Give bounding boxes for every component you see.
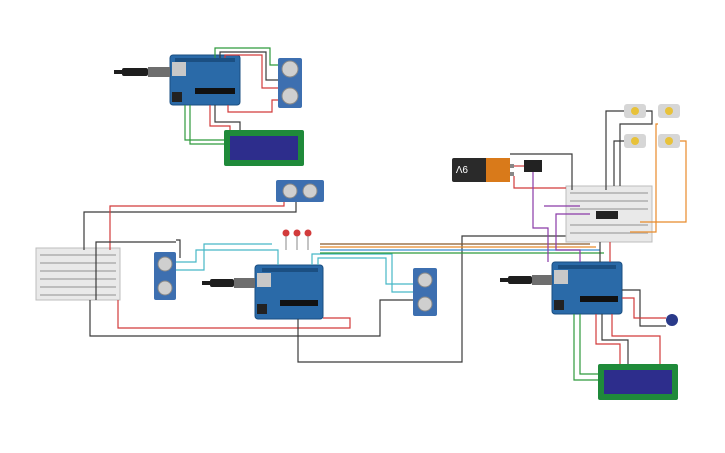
wire <box>176 249 279 265</box>
battery-9v[interactable]: 9V <box>452 158 514 182</box>
usb-cable-center <box>202 278 255 288</box>
wire <box>595 314 621 364</box>
wire <box>605 110 624 190</box>
dc-motor-2[interactable] <box>658 104 680 118</box>
wire <box>219 51 278 81</box>
ultrasonic-sensor-top[interactable] <box>278 58 302 108</box>
ultrasonic-sensor-left[interactable] <box>154 252 176 300</box>
wire <box>622 289 666 327</box>
wire <box>622 297 666 319</box>
wire <box>109 202 285 250</box>
wire <box>176 239 181 258</box>
wire <box>317 257 413 285</box>
wire <box>579 314 598 375</box>
wire <box>311 253 413 293</box>
dc-motor-4[interactable] <box>658 134 680 148</box>
usb-cable-right <box>500 275 552 285</box>
leds[interactable] <box>282 229 312 251</box>
arduino-right[interactable] <box>551 261 623 315</box>
potentiometer[interactable] <box>666 314 678 326</box>
wire <box>510 153 573 190</box>
wire <box>573 314 598 381</box>
wire <box>214 105 241 130</box>
ultrasonic-sensor-right[interactable] <box>413 268 437 316</box>
dc-motor-3[interactable] <box>624 134 646 148</box>
wire <box>611 314 661 364</box>
wire <box>214 47 278 66</box>
lcd-top[interactable] <box>224 130 304 166</box>
arduino-center[interactable] <box>254 264 324 320</box>
wire <box>89 299 413 337</box>
battery-label: 9V <box>455 163 468 174</box>
arduino-top-left[interactable] <box>169 54 241 106</box>
wire <box>640 140 687 223</box>
wire <box>532 172 549 262</box>
wire <box>601 314 629 364</box>
usb-cable-top <box>114 67 170 77</box>
breadboard-right[interactable] <box>565 185 653 243</box>
breadboard-left[interactable] <box>35 247 121 301</box>
lcd-right[interactable] <box>598 364 678 400</box>
switch[interactable] <box>524 160 542 172</box>
dc-motor-1[interactable] <box>624 104 646 118</box>
wire <box>117 300 351 329</box>
wire <box>209 105 231 130</box>
motor-driver-chip <box>596 211 618 219</box>
wire <box>513 176 566 189</box>
wire <box>227 99 278 113</box>
wire <box>297 235 570 363</box>
wire <box>189 105 224 145</box>
wire <box>555 213 590 262</box>
wire <box>619 110 653 186</box>
ultrasonic-sensor-mid-top[interactable] <box>276 180 324 202</box>
wire <box>176 243 272 271</box>
wire <box>83 202 297 250</box>
wire <box>184 105 224 141</box>
wire <box>95 241 176 300</box>
wire <box>224 54 278 89</box>
wire <box>630 123 658 233</box>
wire <box>613 140 624 186</box>
